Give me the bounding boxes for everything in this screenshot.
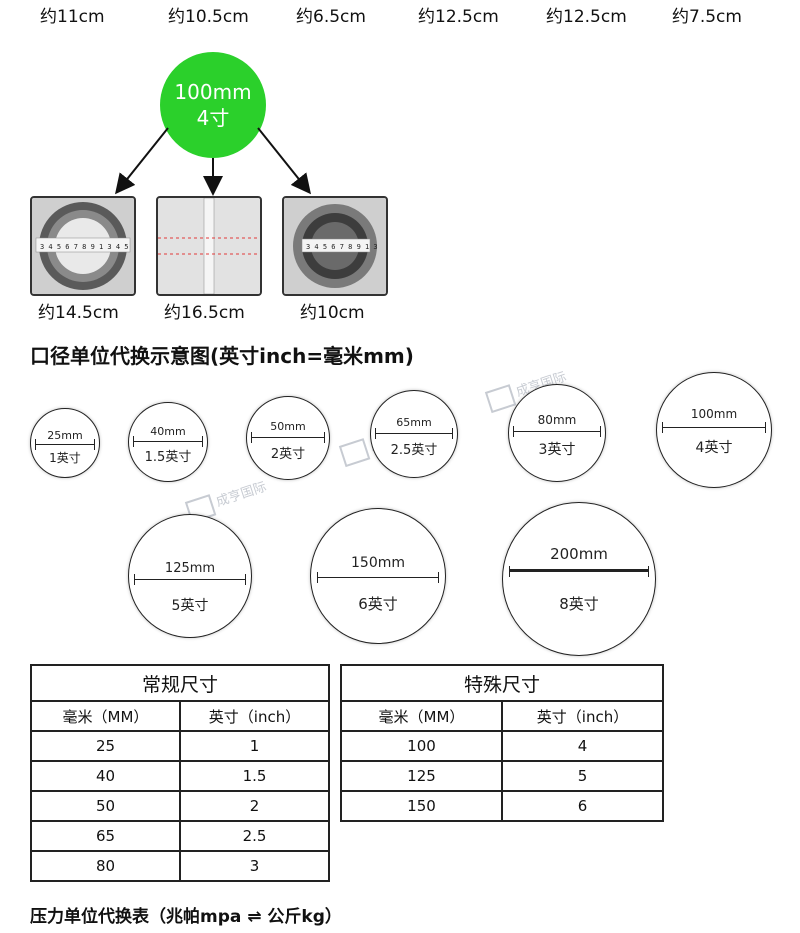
table-cell: 125 [340, 760, 503, 792]
table-cell: 150 [340, 790, 503, 822]
arrow-right [257, 127, 311, 195]
diameter-bar [251, 432, 325, 443]
photo-size-label: 约10cm [300, 303, 365, 323]
regular-size-table: 常规尺寸 毫米（MM） 英寸（inch） 25 1 40 1.5 50 2 65… [30, 664, 330, 882]
top-size-label: 约12.5cm [418, 7, 499, 27]
circle-mm-label: 200mm [550, 545, 608, 563]
circle-mm-label: 65mm [396, 416, 432, 429]
table-header: 毫米（MM） [30, 700, 181, 732]
circle-mm-label: 80mm [537, 413, 577, 427]
ruler-digits: 3 4 5 6 7 8 9 1 3 4 5 [40, 243, 129, 251]
watermark-logo-icon [338, 437, 371, 467]
circle-inch-label: 6英寸 [358, 595, 398, 613]
size-circle-125mm: 125mm 5英寸 [128, 514, 252, 638]
circle-inch-label: 2英寸 [270, 447, 306, 462]
circle-inch-label: 5英寸 [171, 598, 209, 614]
table-row: 50 2 [30, 790, 330, 822]
size-highlight-circle: 100mm 4寸 [160, 52, 266, 158]
diameter-bar [662, 422, 766, 433]
size-circle-65mm: 65mm 2.5英寸 [370, 390, 458, 478]
table-cell: 1 [179, 730, 330, 762]
circle-inch-label: 1.5英寸 [144, 450, 192, 465]
table-cell: 1.5 [179, 760, 330, 792]
table-cell: 25 [30, 730, 181, 762]
table-cell: 100 [340, 730, 503, 762]
circle-inch-label: 8英寸 [559, 595, 599, 613]
table-caption: 特殊尺寸 [340, 664, 664, 702]
circle-mm-label: 150mm [351, 555, 405, 571]
pressure-table-title: 压力单位代换表（兆帕mpa ⇌ 公斤kg） [30, 907, 342, 927]
diagram-title: 口径单位代换示意图(英寸inch=毫米mm) [30, 344, 414, 368]
diameter-bar [513, 426, 601, 437]
table-cell: 50 [30, 790, 181, 822]
coupling-front-illustration: 3 4 5 6 7 8 9 1 3 4 5 [32, 198, 134, 294]
table-row: 150 6 [340, 790, 664, 822]
table-cell: 4 [501, 730, 664, 762]
table-row: 100 4 [340, 730, 664, 762]
table-cell: 6 [501, 790, 664, 822]
arrow-left [115, 127, 169, 195]
circle-inch-label: 4英寸 [695, 440, 733, 456]
table-row: 125 5 [340, 760, 664, 792]
size-circle-150mm: 150mm 6英寸 [310, 508, 446, 644]
circle-inch-label: 2.5英寸 [390, 443, 438, 458]
diameter-bar [134, 574, 246, 585]
circle-mm-label: 125mm [164, 561, 216, 576]
table-cell: 65 [30, 820, 181, 852]
table-cell: 2.5 [179, 820, 330, 852]
table-caption: 常规尺寸 [30, 664, 330, 702]
size-circle-40mm: 40mm 1.5英寸 [128, 402, 208, 482]
circle-inch-label: 3英寸 [538, 442, 576, 458]
table-header: 英寸（inch） [179, 700, 330, 732]
top-size-label: 约10.5cm [168, 7, 249, 27]
table-cell: 40 [30, 760, 181, 792]
special-size-table: 特殊尺寸 毫米（MM） 英寸（inch） 100 4 125 5 150 6 [340, 664, 664, 822]
flat-plate-illustration [158, 198, 260, 294]
diameter-bar [133, 436, 203, 447]
circle-mm-label: 40mm [150, 425, 186, 438]
size-highlight-mm: 100mm [174, 80, 252, 104]
photo-coupling-front: 3 4 5 6 7 8 9 1 3 4 5 [30, 196, 136, 296]
table-row: 80 3 [30, 850, 330, 882]
top-size-label: 约12.5cm [546, 7, 627, 27]
top-size-label: 约7.5cm [672, 7, 742, 27]
size-circle-50mm: 50mm 2英寸 [246, 396, 330, 480]
top-size-label: 约11cm [40, 7, 105, 27]
size-circle-80mm: 80mm 3英寸 [508, 384, 606, 482]
table-cell: 5 [501, 760, 664, 792]
circle-mm-label: 100mm [690, 407, 738, 421]
circle-inch-label: 1英寸 [49, 451, 81, 465]
diameter-bar [375, 428, 453, 439]
size-circle-25mm: 25mm 1英寸 [30, 408, 100, 478]
circle-mm-label: 25mm [47, 429, 83, 442]
size-circle-100mm: 100mm 4英寸 [656, 372, 772, 488]
photo-size-label: 约16.5cm [164, 303, 245, 323]
diameter-bar [317, 572, 439, 583]
size-highlight-inch: 4寸 [196, 106, 230, 130]
table-row: 40 1.5 [30, 760, 330, 792]
circle-mm-label: 50mm [270, 420, 306, 433]
watermark-logo-icon [484, 383, 517, 413]
photo-size-label: 约14.5cm [38, 303, 119, 323]
table-cell: 3 [179, 850, 330, 882]
table-cell: 80 [30, 850, 181, 882]
table-header: 英寸（inch） [501, 700, 664, 732]
diameter-bar [509, 566, 649, 577]
table-header: 毫米（MM） [340, 700, 503, 732]
photo-coupling-side: 3 4 5 6 7 8 9 1 3 [282, 196, 388, 296]
photo-flat-plate [156, 196, 262, 296]
top-size-label: 约6.5cm [296, 7, 366, 27]
table-row: 25 1 [30, 730, 330, 762]
table-cell: 2 [179, 790, 330, 822]
ruler-digits: 3 4 5 6 7 8 9 1 3 [306, 243, 378, 251]
diameter-bar [35, 439, 95, 450]
table-row: 65 2.5 [30, 820, 330, 852]
coupling-side-illustration: 3 4 5 6 7 8 9 1 3 [284, 198, 386, 294]
pointer-arrows [115, 127, 311, 196]
size-circle-200mm: 200mm 8英寸 [502, 502, 656, 656]
